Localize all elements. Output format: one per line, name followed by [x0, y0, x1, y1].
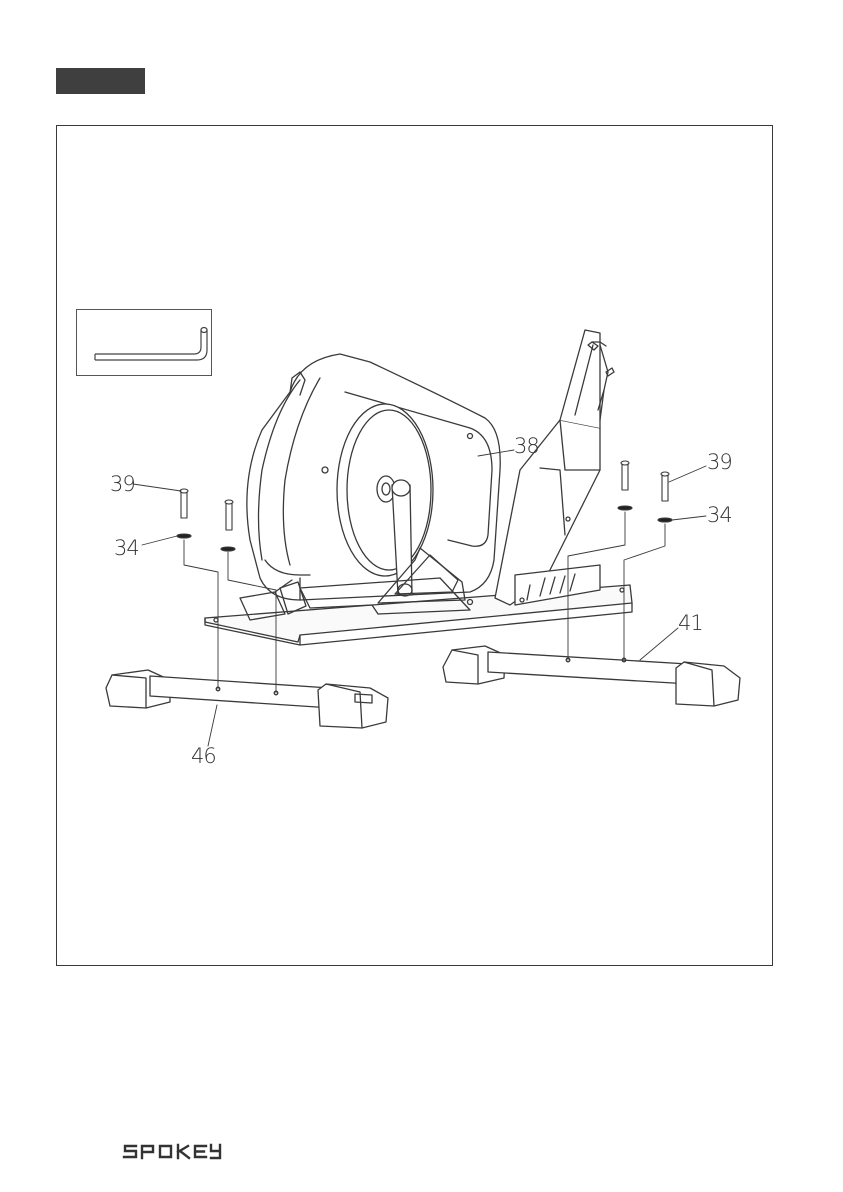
callout-part-46: 46	[191, 746, 216, 767]
upright-post	[495, 420, 600, 605]
callout-part-38: 38	[514, 436, 539, 457]
callout-part-41: 41	[678, 613, 703, 634]
callout-part-39-left: 39	[110, 474, 135, 495]
spokey-logo	[122, 1141, 222, 1163]
bolt-left-inner	[221, 500, 235, 551]
bolt-right-inner	[618, 461, 632, 510]
front-foot-tube-41	[443, 646, 740, 706]
callout-part-39-right: 39	[707, 452, 732, 473]
callout-part-34-right: 34	[707, 505, 732, 526]
bolt-left-outer	[177, 489, 191, 538]
rear-foot-tube-46	[106, 670, 388, 728]
callout-part-34-left: 34	[114, 538, 139, 559]
bolt-right-outer	[658, 472, 672, 522]
handlebar-tube	[560, 330, 614, 428]
